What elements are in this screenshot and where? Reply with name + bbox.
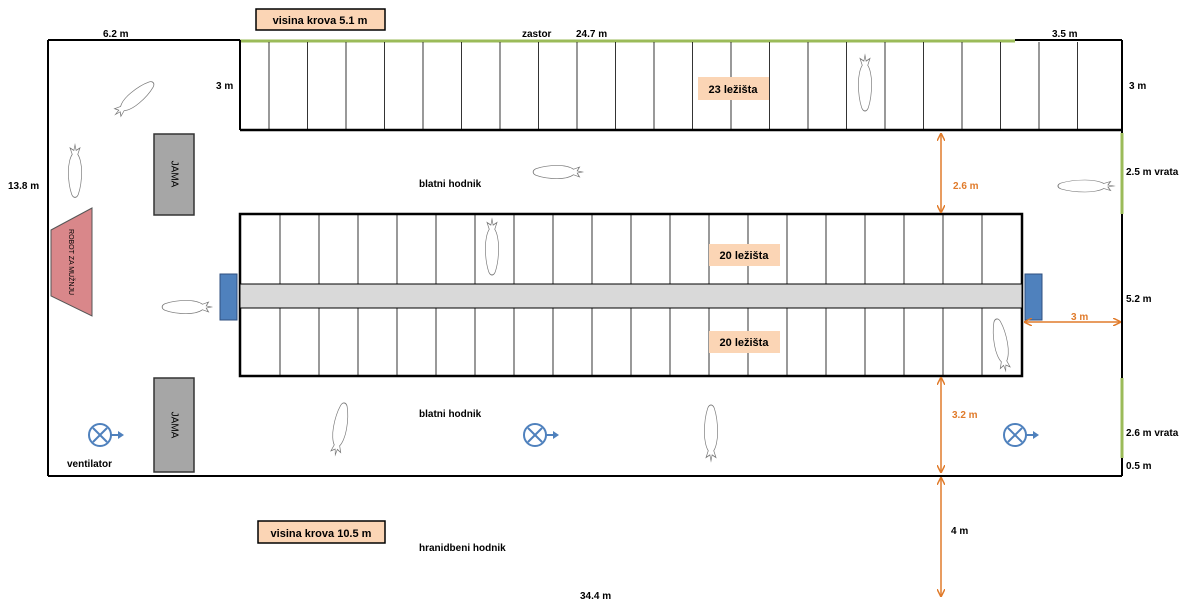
cow-icon [110, 77, 158, 120]
svg-text:20 ležišta: 20 ležišta [720, 337, 770, 349]
pit-top: JAMA [153, 133, 195, 216]
svg-text:23 ležišta: 23 ležišta [709, 84, 759, 96]
cow-icon [989, 317, 1013, 373]
dim-aisle-bottom: 3.2 m [952, 410, 978, 421]
dim-total-length: 34.4 m [580, 591, 611, 600]
dim-cross-aisle: 3 m [1071, 312, 1088, 323]
cow-icon [484, 218, 500, 276]
top-stall-row [239, 40, 1122, 132]
dim-aisle-top: 2.6 m [953, 181, 979, 192]
dim-middle-right: 5.2 m [1126, 294, 1152, 305]
stall-count-mid-upper: 20 ležišta [709, 244, 780, 266]
dimension-arrows [941, 134, 1120, 596]
dim-feed-aisle: 4 m [951, 526, 968, 537]
cow-icon [857, 54, 873, 112]
dim-stall-depth-right: 3 m [1129, 81, 1146, 92]
pit-top-label: JAMA [168, 161, 179, 188]
dim-top-right: 3.5 m [1052, 29, 1078, 40]
dim-door-top: 2.5 m vrata [1126, 167, 1179, 178]
middle-stall-block [219, 212, 1043, 378]
curtain-label: zastor [522, 29, 552, 40]
cow-icon [161, 299, 212, 315]
dim-top-mid: 24.7 m [576, 29, 607, 40]
fan-right [1003, 423, 1039, 447]
roof-label-high: visina krova 5.1 m [255, 8, 386, 31]
dim-stall-depth-left: 3 m [216, 81, 233, 92]
stall-count-top: 23 ležišta [698, 77, 769, 100]
pit-bottom: JAMA [153, 377, 195, 473]
fan-middle [523, 423, 559, 447]
robot-label: ROBOT ZA MUŽNJU [67, 229, 76, 295]
cow-icon [1057, 179, 1115, 193]
cow-icon [328, 401, 352, 457]
cow-icon [703, 404, 719, 462]
cow-icon [67, 144, 83, 198]
cow-icon [532, 164, 583, 180]
water-trough-right [1024, 273, 1043, 321]
dim-top-left: 6.2 m [103, 29, 129, 40]
feeder-divider [239, 283, 1023, 309]
svg-text:20 ležišta: 20 ležišta [720, 250, 770, 262]
dim-building-width: 13.8 m [8, 181, 39, 192]
feed-aisle-label: hranidbeni hodnik [419, 543, 506, 554]
stall-count-mid-lower: 20 ležišta [709, 331, 780, 353]
mud-aisle-bottom: blatni hodnik [419, 409, 482, 420]
cow-icons [67, 54, 1115, 462]
pit-bottom-label: JAMA [168, 412, 179, 439]
building-outline [47, 39, 1124, 477]
svg-text:visina krova 10.5 m: visina krova 10.5 m [271, 528, 372, 540]
fan-left [88, 423, 124, 447]
fan-label: ventilator [67, 459, 112, 470]
roof-label-low: visina krova 10.5 m [257, 520, 386, 544]
water-trough-left [219, 273, 238, 321]
svg-text:visina krova 5.1 m: visina krova 5.1 m [273, 15, 368, 27]
dim-door-bottom: 2.6 m vrata [1126, 428, 1179, 439]
dim-gap-bottom: 0.5 m [1126, 461, 1152, 472]
milking-robot: ROBOT ZA MUŽNJU [50, 207, 93, 317]
mud-aisle-top: blatni hodnik [419, 179, 482, 190]
